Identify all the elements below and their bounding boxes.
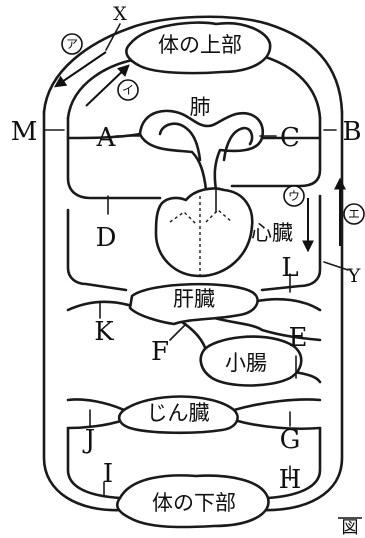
label-Y: Y xyxy=(347,265,361,287)
kidney-vessel-right-low xyxy=(234,420,320,429)
kidney-vessel-left xyxy=(68,399,124,410)
upper-body-label: 体の上部 xyxy=(158,33,242,57)
heart-organ xyxy=(156,188,252,276)
label-H: H xyxy=(279,465,302,495)
small-intestine-label: 小腸 xyxy=(225,351,267,375)
left-outer-vessel xyxy=(44,112,122,510)
label-G: G xyxy=(280,425,301,455)
kidney-vessel-left-low xyxy=(68,420,124,428)
liver-vessels-right xyxy=(252,299,320,310)
arrow-label-e: エ xyxy=(348,207,360,221)
heart-label: 心臓 xyxy=(251,221,293,245)
label-M: M xyxy=(11,117,38,147)
label-L: L xyxy=(281,253,298,283)
label-C: C xyxy=(280,123,300,153)
label-X: X xyxy=(113,3,127,25)
lungs-organ xyxy=(140,111,263,190)
lower-body-label: 体の下部 xyxy=(152,491,236,515)
label-B: B xyxy=(342,117,361,147)
label-J: J xyxy=(82,425,95,455)
label-F: F xyxy=(151,337,169,367)
label-I: I xyxy=(103,459,113,489)
kidney-label: じん臓 xyxy=(147,401,210,425)
lungs-label: 肺 xyxy=(190,95,211,119)
arrow-label-u: ウ xyxy=(288,189,300,203)
intestine-vessel-right xyxy=(294,372,320,382)
label-E: E xyxy=(289,323,308,353)
figure-label: 図 xyxy=(342,518,359,538)
label-K: K xyxy=(94,317,114,347)
tick-F xyxy=(170,324,186,340)
label-D: D xyxy=(96,223,117,253)
label-A: A xyxy=(96,123,117,153)
liver-label: 肝臓 xyxy=(173,287,215,311)
arrow-label-i: イ xyxy=(122,83,134,97)
tick-Y xyxy=(324,262,348,270)
kidney-vessel-right xyxy=(234,399,320,410)
arrow-label-a: ア xyxy=(66,37,78,51)
